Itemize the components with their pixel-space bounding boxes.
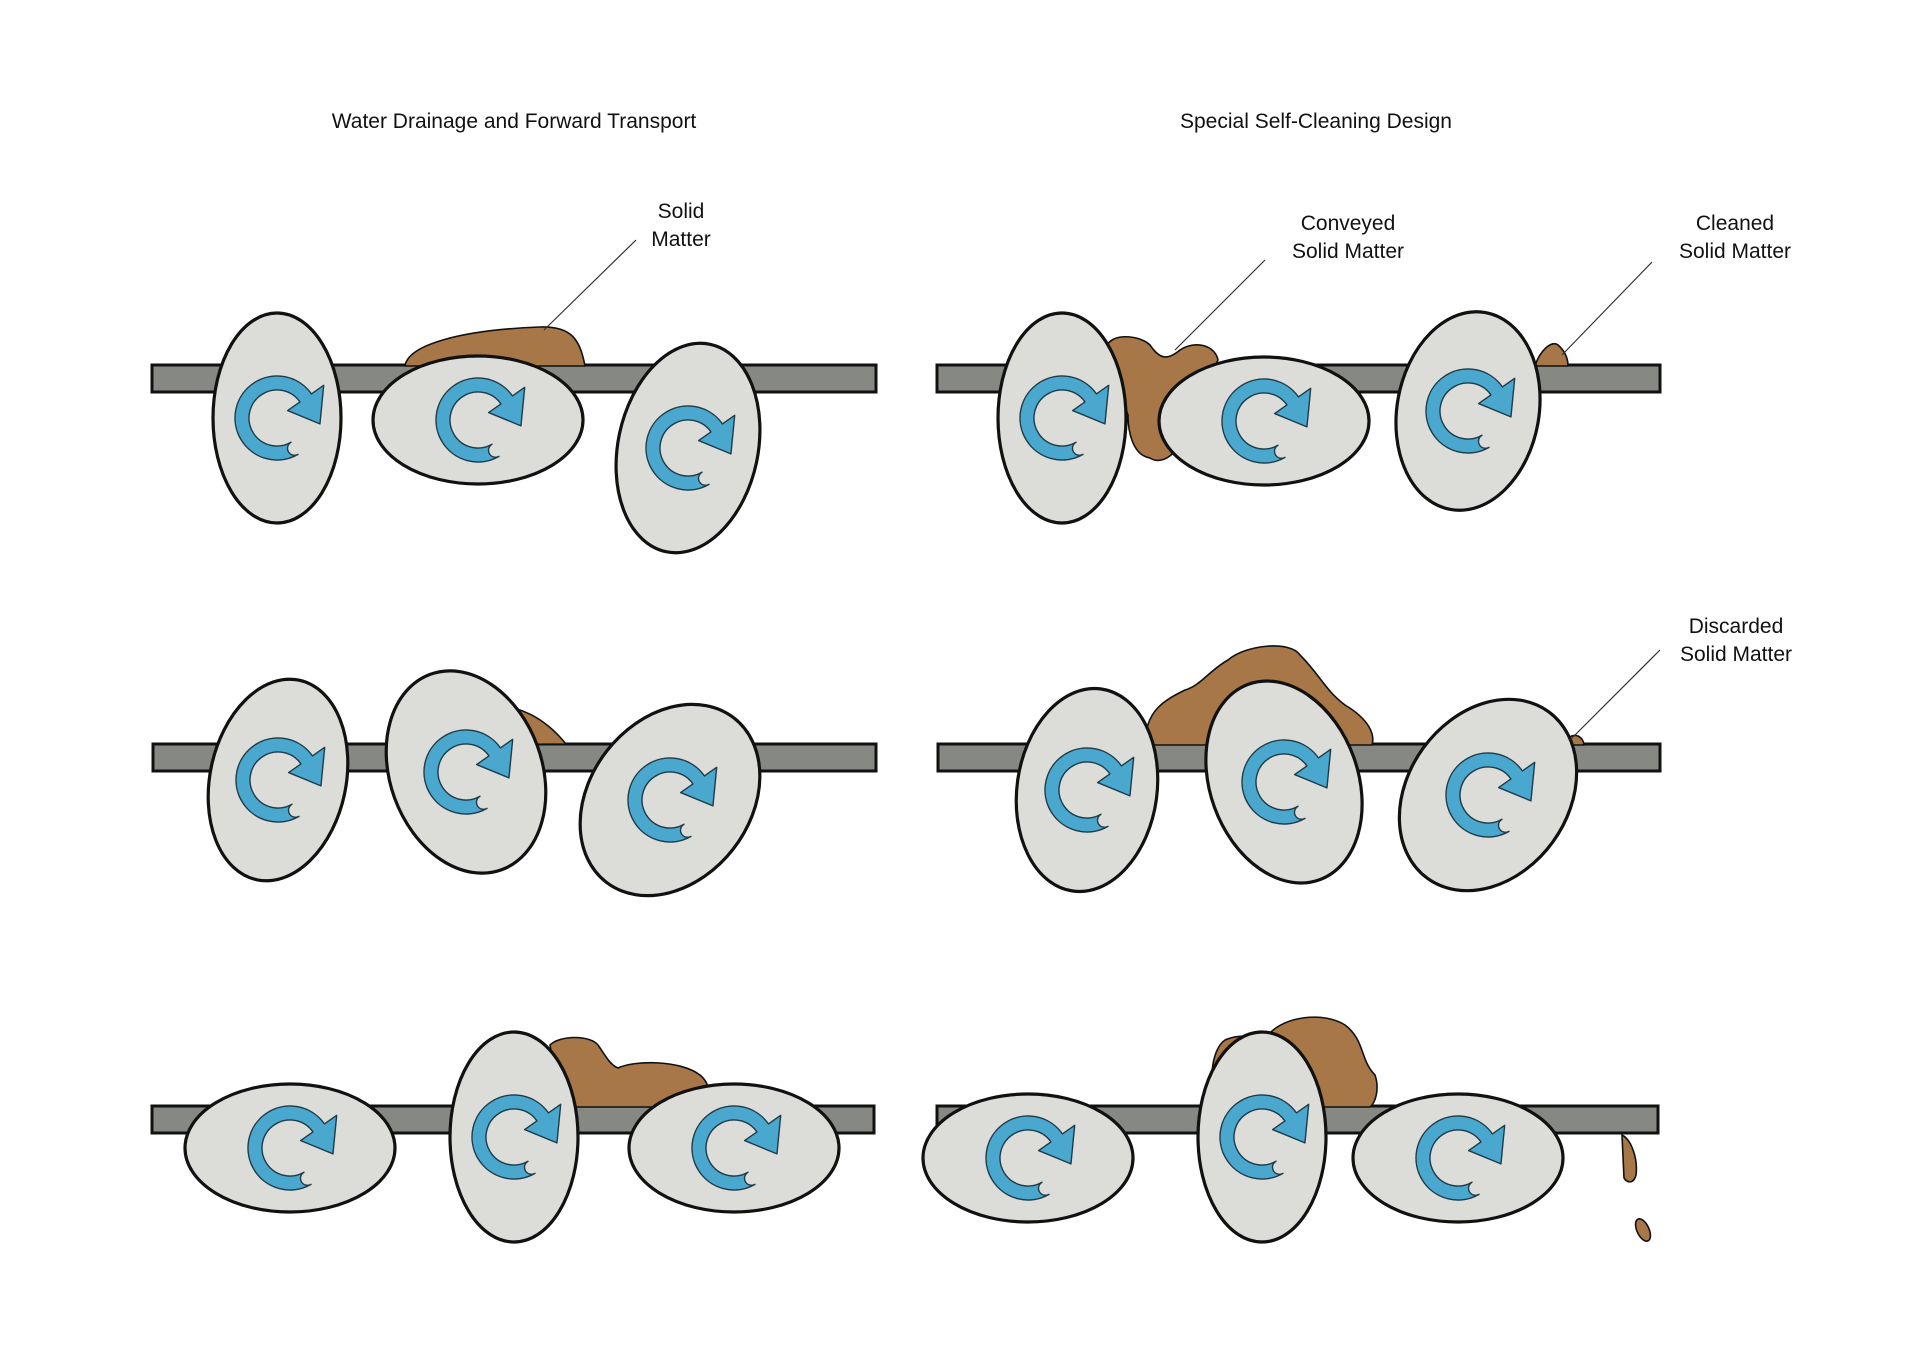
callout-discarded-solid-matter: Discarded Solid Matter xyxy=(1680,615,1792,666)
disc-body xyxy=(1397,697,1579,893)
rotation-arrow-group xyxy=(1044,747,1135,833)
clockwise-rotation-arrow-icon xyxy=(1219,1094,1310,1180)
rotation-arrow-group xyxy=(234,375,325,461)
rotation-arrow-group xyxy=(645,405,736,491)
disc-body xyxy=(1014,686,1160,894)
rotation-arrow-group xyxy=(1221,378,1312,464)
callout-label-line-1: Conveyed xyxy=(1301,212,1396,235)
disc-body xyxy=(1157,355,1371,487)
callout-label-line-1: Discarded xyxy=(1689,615,1784,638)
rotation-arrow-group xyxy=(471,1094,562,1180)
disc-body xyxy=(921,1092,1135,1224)
rotating-disc xyxy=(1014,686,1160,894)
disc-body xyxy=(384,669,548,875)
rotation-arrow-group xyxy=(1241,739,1332,825)
rotating-disc xyxy=(1394,310,1542,512)
callout-label-line-1: Solid xyxy=(658,200,705,223)
clockwise-rotation-arrow-icon xyxy=(1019,375,1110,461)
solid-matter xyxy=(404,326,586,367)
rotating-disc xyxy=(996,311,1128,525)
clockwise-rotation-arrow-icon xyxy=(1415,1115,1506,1201)
rotation-arrow-group xyxy=(1445,752,1536,838)
clockwise-rotation-arrow-icon xyxy=(423,729,514,815)
disc-body xyxy=(1394,310,1542,512)
callout-label-line-1: Cleaned xyxy=(1696,212,1774,235)
leader-line-discarded xyxy=(1569,649,1661,741)
rotating-disc xyxy=(1204,679,1364,885)
solid-matter xyxy=(1105,335,1219,462)
panel-title-self-cleaning: Special Self-Cleaning Design xyxy=(1180,110,1452,133)
clockwise-rotation-arrow-icon xyxy=(235,737,326,823)
disc-body xyxy=(627,1082,841,1214)
clockwise-rotation-arrow-icon xyxy=(247,1105,338,1191)
rotating-disc xyxy=(384,669,548,875)
rotation-arrow-group xyxy=(235,737,326,823)
leader-line-conveyed xyxy=(1174,259,1266,351)
clockwise-rotation-arrow-icon xyxy=(435,377,526,463)
rotation-arrow-group xyxy=(1219,1094,1310,1180)
rotating-disc xyxy=(1157,355,1371,487)
rotation-arrow-group xyxy=(435,377,526,463)
rotating-disc xyxy=(371,354,585,486)
clockwise-rotation-arrow-icon xyxy=(471,1094,562,1180)
clockwise-rotation-arrow-icon xyxy=(1221,378,1312,464)
disc-body xyxy=(996,311,1128,525)
rotating-disc xyxy=(1351,1092,1565,1224)
callout-label-line-2: Matter xyxy=(651,228,711,251)
clockwise-rotation-arrow-icon xyxy=(645,405,736,491)
clockwise-rotation-arrow-icon xyxy=(1445,752,1536,838)
panel-title-water-drainage: Water Drainage and Forward Transport xyxy=(332,110,697,133)
disc-body xyxy=(614,341,762,555)
rotation-arrow-group xyxy=(627,757,718,843)
rotating-disc xyxy=(206,677,350,883)
rotating-disc xyxy=(578,702,762,898)
rotation-arrow-group xyxy=(247,1105,338,1191)
disc-body xyxy=(371,354,585,486)
disc-body xyxy=(1351,1092,1565,1224)
clockwise-rotation-arrow-icon xyxy=(234,375,325,461)
callout-label-line-2: Solid Matter xyxy=(1679,240,1791,263)
clockwise-rotation-arrow-icon xyxy=(1044,747,1135,833)
callout-conveyed-solid-matter: Conveyed Solid Matter xyxy=(1292,212,1404,263)
callout-solid-matter: Solid Matter xyxy=(651,200,711,251)
disc-body xyxy=(448,1030,580,1244)
rotating-disc xyxy=(1397,697,1579,893)
rotation-arrow-group xyxy=(691,1105,782,1191)
callout-label-line-2: Solid Matter xyxy=(1292,240,1404,263)
clockwise-rotation-arrow-icon xyxy=(691,1105,782,1191)
rotating-disc xyxy=(211,311,343,525)
rotating-disc xyxy=(614,341,762,555)
clockwise-rotation-arrow-icon xyxy=(1241,739,1332,825)
disc-body xyxy=(211,311,343,525)
rotating-disc xyxy=(627,1082,841,1214)
leader-line-cleaned xyxy=(1561,261,1653,356)
callout-cleaned-solid-matter: Cleaned Solid Matter xyxy=(1679,212,1791,263)
rotation-arrow-group xyxy=(1425,368,1516,454)
clockwise-rotation-arrow-icon xyxy=(1425,368,1516,454)
rotation-arrow-group xyxy=(1415,1115,1506,1201)
rotation-arrow-group xyxy=(423,729,514,815)
solid-matter xyxy=(1534,343,1569,367)
disc-body xyxy=(206,677,350,883)
clockwise-rotation-arrow-icon xyxy=(627,757,718,843)
rotating-disc xyxy=(921,1092,1135,1224)
callout-label-line-2: Solid Matter xyxy=(1680,643,1792,666)
rotation-arrow-group xyxy=(1019,375,1110,461)
leader-line-solid-matter xyxy=(543,239,637,331)
rotating-disc xyxy=(183,1082,397,1214)
rotation-arrow-group xyxy=(985,1115,1076,1201)
discarded-solid-matter-drop xyxy=(1634,1218,1652,1242)
rotating-disc xyxy=(448,1030,580,1244)
disc-body xyxy=(1204,679,1364,885)
solid-matter xyxy=(1621,1134,1638,1183)
scene-layer xyxy=(150,310,1662,1244)
disc-body xyxy=(1196,1030,1328,1244)
disc-body xyxy=(578,702,762,898)
clockwise-rotation-arrow-icon xyxy=(985,1115,1076,1201)
disc-body xyxy=(183,1082,397,1214)
rotating-disc xyxy=(1196,1030,1328,1244)
